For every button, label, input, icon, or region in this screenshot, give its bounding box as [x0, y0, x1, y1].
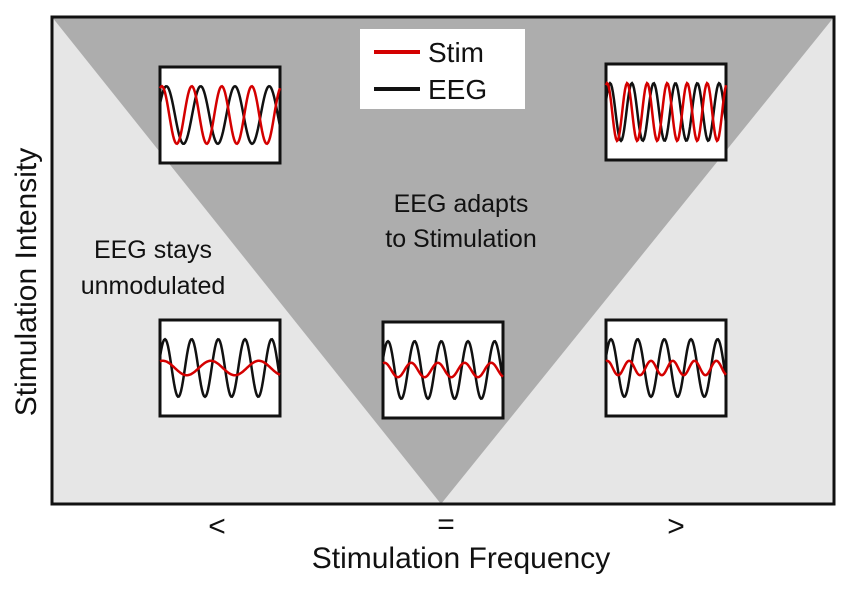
x-tick-lower: < — [208, 510, 226, 543]
unmodulated-label-line1: EEG stays — [94, 236, 212, 264]
legend: Stim EEG — [360, 29, 525, 109]
stim-wave — [159, 359, 281, 377]
unmodulated-label-line2: unmodulated — [81, 272, 226, 300]
plot-frame — [50, 15, 836, 506]
stim-wave — [604, 81, 728, 143]
inset-low-freq-high-intensity — [158, 65, 282, 165]
inset-high-freq-high-intensity — [604, 62, 728, 162]
adapt-label-line1: EEG adapts — [394, 190, 529, 218]
inset-frame — [381, 320, 505, 420]
stim-wave — [158, 84, 282, 146]
adapt-label-line2: to Stimulation — [385, 225, 536, 253]
y-axis-label: Stimulation Intensity — [10, 148, 43, 416]
eeg-wave — [381, 339, 505, 401]
inset-high-freq-low-intensity — [604, 318, 728, 418]
x-axis-label: Stimulation Frequency — [312, 542, 610, 575]
inset-low-freq-low-intensity — [158, 318, 282, 418]
inset-frame — [158, 65, 282, 165]
x-tick-higher: > — [667, 510, 685, 543]
eeg-wave — [158, 337, 282, 399]
x-tick-equal: = — [437, 508, 455, 541]
eeg-wave — [604, 337, 728, 399]
stim-wave — [605, 359, 727, 377]
stim-wave — [382, 361, 504, 379]
inset-equal-freq-low-intensity — [381, 320, 505, 420]
legend-stim-label: Stim — [428, 37, 484, 68]
eeg-wave — [604, 81, 728, 143]
inset-layer — [158, 62, 728, 420]
legend-box — [360, 29, 525, 109]
inset-frame — [158, 318, 282, 418]
inset-frame — [604, 62, 728, 162]
legend-eeg-label: EEG — [428, 74, 487, 105]
